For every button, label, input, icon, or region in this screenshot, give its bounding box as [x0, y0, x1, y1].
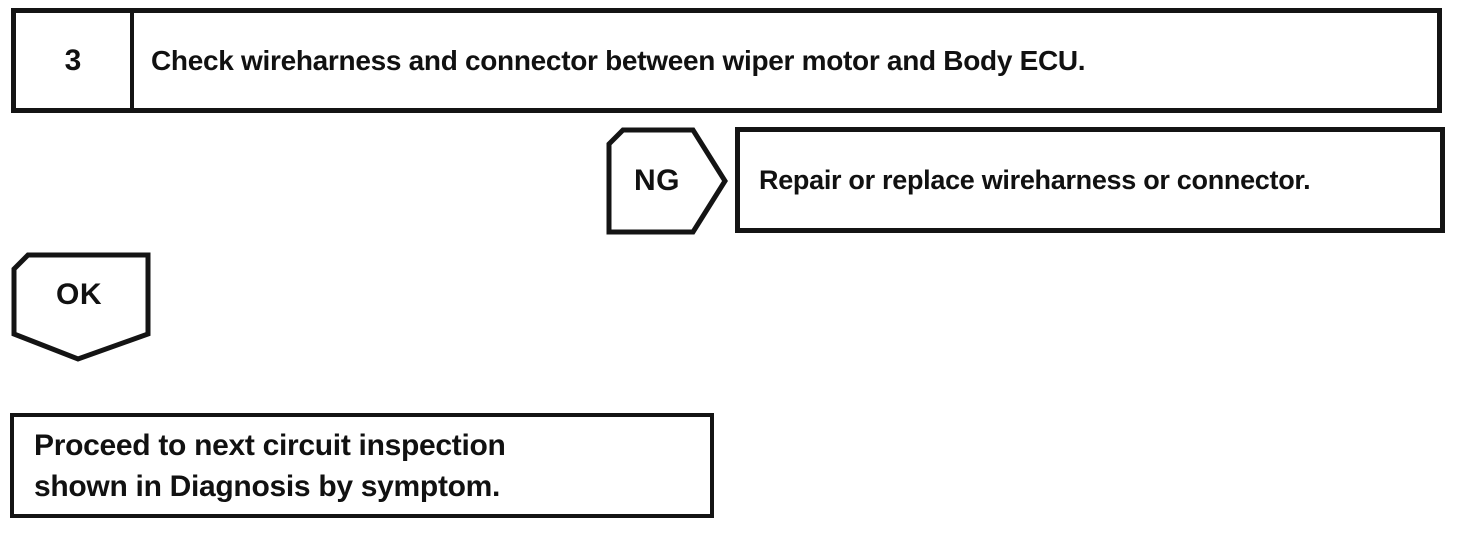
step-instruction: Check wireharness and connector between … — [151, 44, 1086, 76]
ng-action-text: Repair or replace wireharness or connect… — [759, 164, 1311, 195]
result-line-1: Proceed to next circuit inspection — [34, 428, 506, 462]
ok-connector: OK — [10, 251, 152, 363]
ng-pentagon-shape — [606, 127, 728, 235]
result-box: Proceed to next circuit inspection shown… — [10, 413, 714, 518]
step-number: 3 — [16, 13, 134, 108]
result-line-2: shown in Diagnosis by symptom. — [34, 469, 501, 503]
ng-label: NG — [634, 164, 680, 197]
ng-action-box: Repair or replace wireharness or connect… — [735, 127, 1445, 233]
ng-connector: NG — [605, 126, 729, 236]
ok-pentagon-shape — [11, 252, 151, 362]
step-box: 3 Check wireharness and connector betwee… — [11, 8, 1442, 113]
ok-label: OK — [56, 278, 102, 311]
